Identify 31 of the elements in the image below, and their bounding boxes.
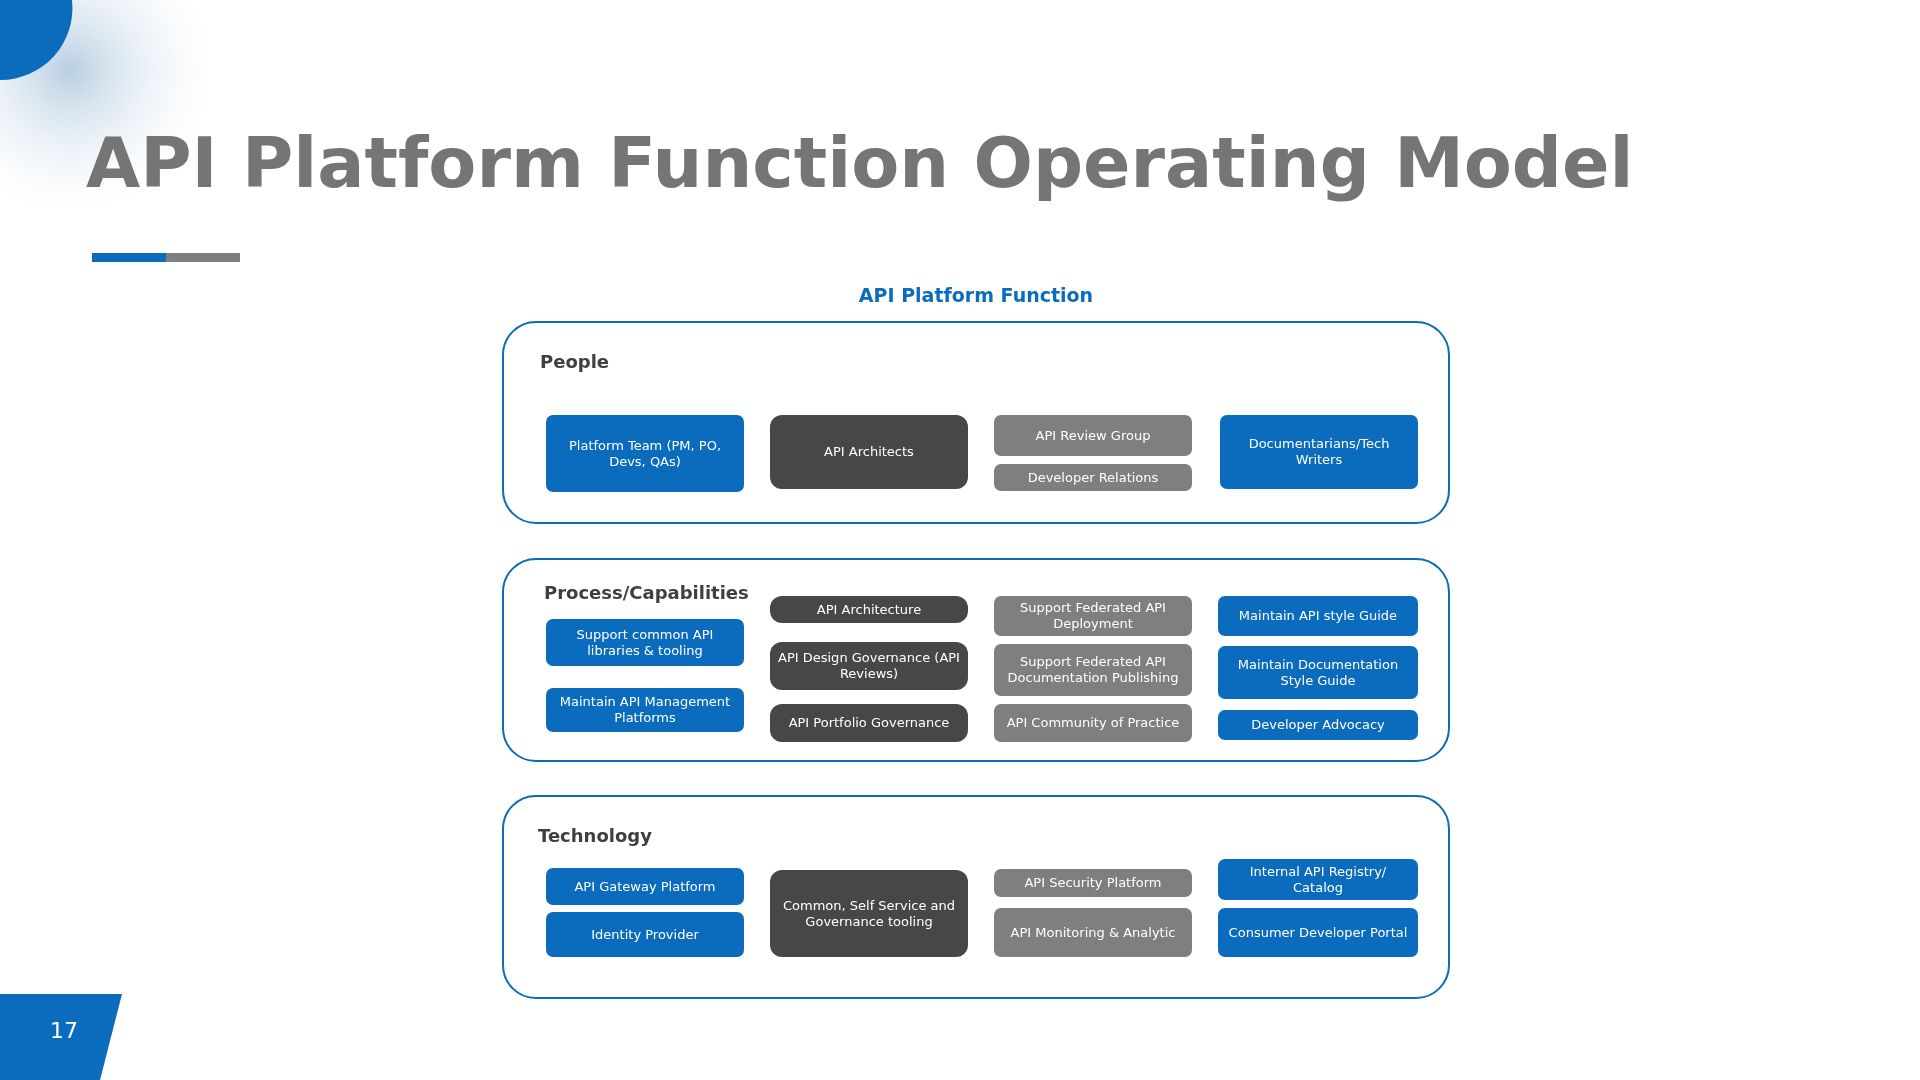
role-box: Support common API libraries & tooling — [546, 619, 744, 666]
section-heading: API Platform Function — [857, 284, 1095, 306]
role-box: Documentarians/Tech Writers — [1220, 415, 1418, 489]
role-box: Common, Self Service and Governance tooling — [770, 870, 968, 957]
role-box: Maintain API style Guide — [1218, 596, 1418, 636]
role-box: API Security Platform — [994, 869, 1192, 897]
group-heading: People — [540, 351, 610, 372]
role-box: API Design Governance (API Reviews) — [770, 642, 968, 690]
role-box: API Community of Practice — [994, 704, 1192, 742]
group-panel — [502, 795, 1450, 999]
role-box: API Review Group — [994, 415, 1192, 456]
role-box: API Gateway Platform — [546, 868, 744, 905]
role-box: API Architecture — [770, 596, 968, 623]
role-box: Developer Advocacy — [1218, 710, 1418, 740]
role-box: Support Federated API Deployment — [994, 596, 1192, 636]
group-heading: Process/Capabilities — [544, 582, 749, 603]
group-panel — [502, 558, 1450, 762]
role-box: Maintain Documentation Style Guide — [1218, 646, 1418, 699]
role-box: Internal API Registry/ Catalog — [1218, 859, 1418, 900]
role-box: API Monitoring & Analytic — [994, 908, 1192, 957]
group-panel — [502, 321, 1450, 524]
role-box: Identity Provider — [546, 912, 744, 957]
role-box: Maintain API Management Platforms — [546, 688, 744, 732]
role-box: API Portfolio Governance — [770, 704, 968, 742]
page-number: 17 — [50, 1018, 78, 1043]
role-box: API Architects — [770, 415, 968, 489]
role-box: Developer Relations — [994, 464, 1192, 491]
role-box: Support Federated API Documentation Publishing — [994, 644, 1192, 696]
role-box: Platform Team (PM, PO, Devs, QAs) — [546, 415, 744, 492]
group-heading: Technology — [538, 825, 652, 846]
role-box: Consumer Developer Portal — [1218, 908, 1418, 957]
